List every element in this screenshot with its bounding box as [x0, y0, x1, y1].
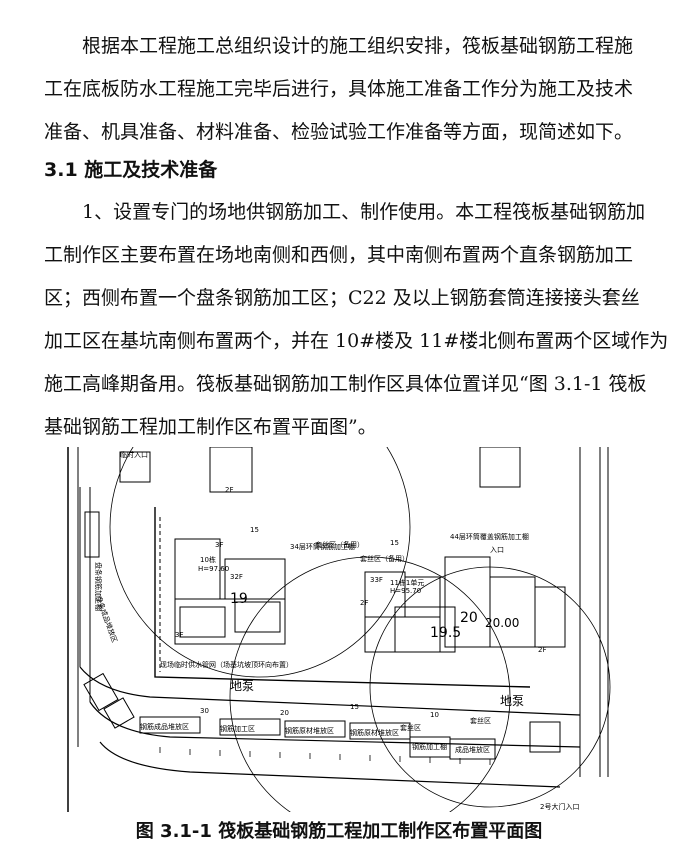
plan-label: H=95.70 [390, 587, 421, 595]
paragraph-line: 根据本工程施工总组织设计的施工组织安排，筏板基础钢筋工程施 [82, 35, 634, 57]
plan-label: 现场临时供水管网（场基坑坡顶环向布置） [160, 660, 293, 669]
site-plan-figure: 3F 10栋 H=97.60 32F 33F 11栋1单元 H=95.70 2F… [67, 447, 611, 812]
plan-label: 15 [390, 539, 399, 547]
plan-label: 10栋 [200, 555, 216, 564]
plan-label: 套丝区 [400, 723, 421, 732]
plan-label: 钢筋加工棚 [412, 742, 447, 751]
plan-label: 盘条钢筋加工棚 [94, 562, 103, 611]
plan-label: 20 [280, 709, 289, 717]
plan-label: 2F [360, 599, 368, 607]
section-heading: 3.1 施工及技术准备 [44, 159, 218, 181]
paragraph-line: 工制作区主要布置在场地南侧和西侧，其中南侧布置两个直条钢筋加工 [44, 244, 634, 266]
plan-label: 地泵 [500, 694, 524, 708]
paragraph-line: 1、设置专门的场地供钢筋加工、制作使用。本工程筏板基础钢筋加 [82, 201, 646, 223]
intro-paragraph: 根据本工程施工总组织设计的施工组织安排，筏板基础钢筋工程施 工在底板防水工程施工… [44, 25, 640, 154]
figure-caption: 图 3.1-1 筏板基础钢筋工程加工制作区布置平面图 [135, 821, 543, 842]
paragraph-line: 基础钢筋工程加工制作区布置平面图”。 [44, 416, 377, 438]
plan-label: 19 [230, 591, 248, 607]
plan-label: 临时入口 [120, 450, 148, 459]
plan-label: 套丝区 [470, 716, 491, 725]
plan-label: 钢筋原材堆放区 [350, 728, 399, 737]
plan-label: 33F [370, 576, 383, 584]
plan-label: 地泵 [230, 679, 254, 693]
plan-label: 15 [250, 526, 259, 534]
plan-label: 44层环筒覆盖钢筋加工棚 [450, 532, 529, 541]
plan-label: 32F [230, 573, 243, 581]
plan-label: 入口 [490, 546, 504, 554]
plan-label: 20 [460, 610, 478, 626]
plan-label: 套丝区（备用） [315, 540, 364, 549]
plan-label: 钢筋加工区 [220, 724, 255, 733]
plan-label: 套丝区（备用） [360, 554, 409, 563]
plan-label: 钢筋原材堆放区 [285, 726, 334, 735]
plan-label: 盘条成品堆放区 [94, 595, 119, 644]
plan-label: 钢筋成品堆放区 [140, 722, 189, 731]
plan-label: 19.5 [430, 625, 461, 641]
plan-label: 11栋1单元 [390, 578, 424, 587]
plan-label: H=97.60 [198, 565, 229, 573]
paragraph-line: 准备、机具准备、材料准备、检验试验工作准备等方面，现简述如下。 [44, 121, 634, 143]
plan-label: 30 [200, 707, 209, 715]
body-paragraph: 1、设置专门的场地供钢筋加工、制作使用。本工程筏板基础钢筋加 工制作区主要布置在… [44, 191, 669, 449]
plan-label: 成品堆放区 [455, 745, 490, 754]
plan-label: 3F [215, 541, 223, 549]
plan-label: 3F [175, 631, 183, 639]
paragraph-line: 区；西侧布置一个盘条钢筋加工区；C22 及以上钢筋套筒连接接头套丝 [44, 287, 640, 309]
plan-label: 10 [430, 711, 439, 719]
paragraph-line: 工在底板防水工程施工完毕后进行，具体施工准备工作分为施工及技术 [44, 78, 634, 100]
plan-label: 15 [350, 703, 359, 711]
paragraph-line: 施工高峰期备用。筏板基础钢筋加工制作区具体位置详见“图 3.1-1 筏板 [44, 373, 647, 395]
plan-label: 20.00 [485, 616, 519, 630]
plan-label: 2F [225, 486, 233, 494]
plan-label: 2号大门入口 [540, 802, 579, 811]
plan-label: 2F [538, 646, 546, 654]
paragraph-line: 加工区在基坑南侧布置两个，并在 10#楼及 11#楼北侧布置两个区域作为 [44, 330, 669, 352]
plan-label: 34层环筒钢筋加工棚 [290, 542, 355, 551]
